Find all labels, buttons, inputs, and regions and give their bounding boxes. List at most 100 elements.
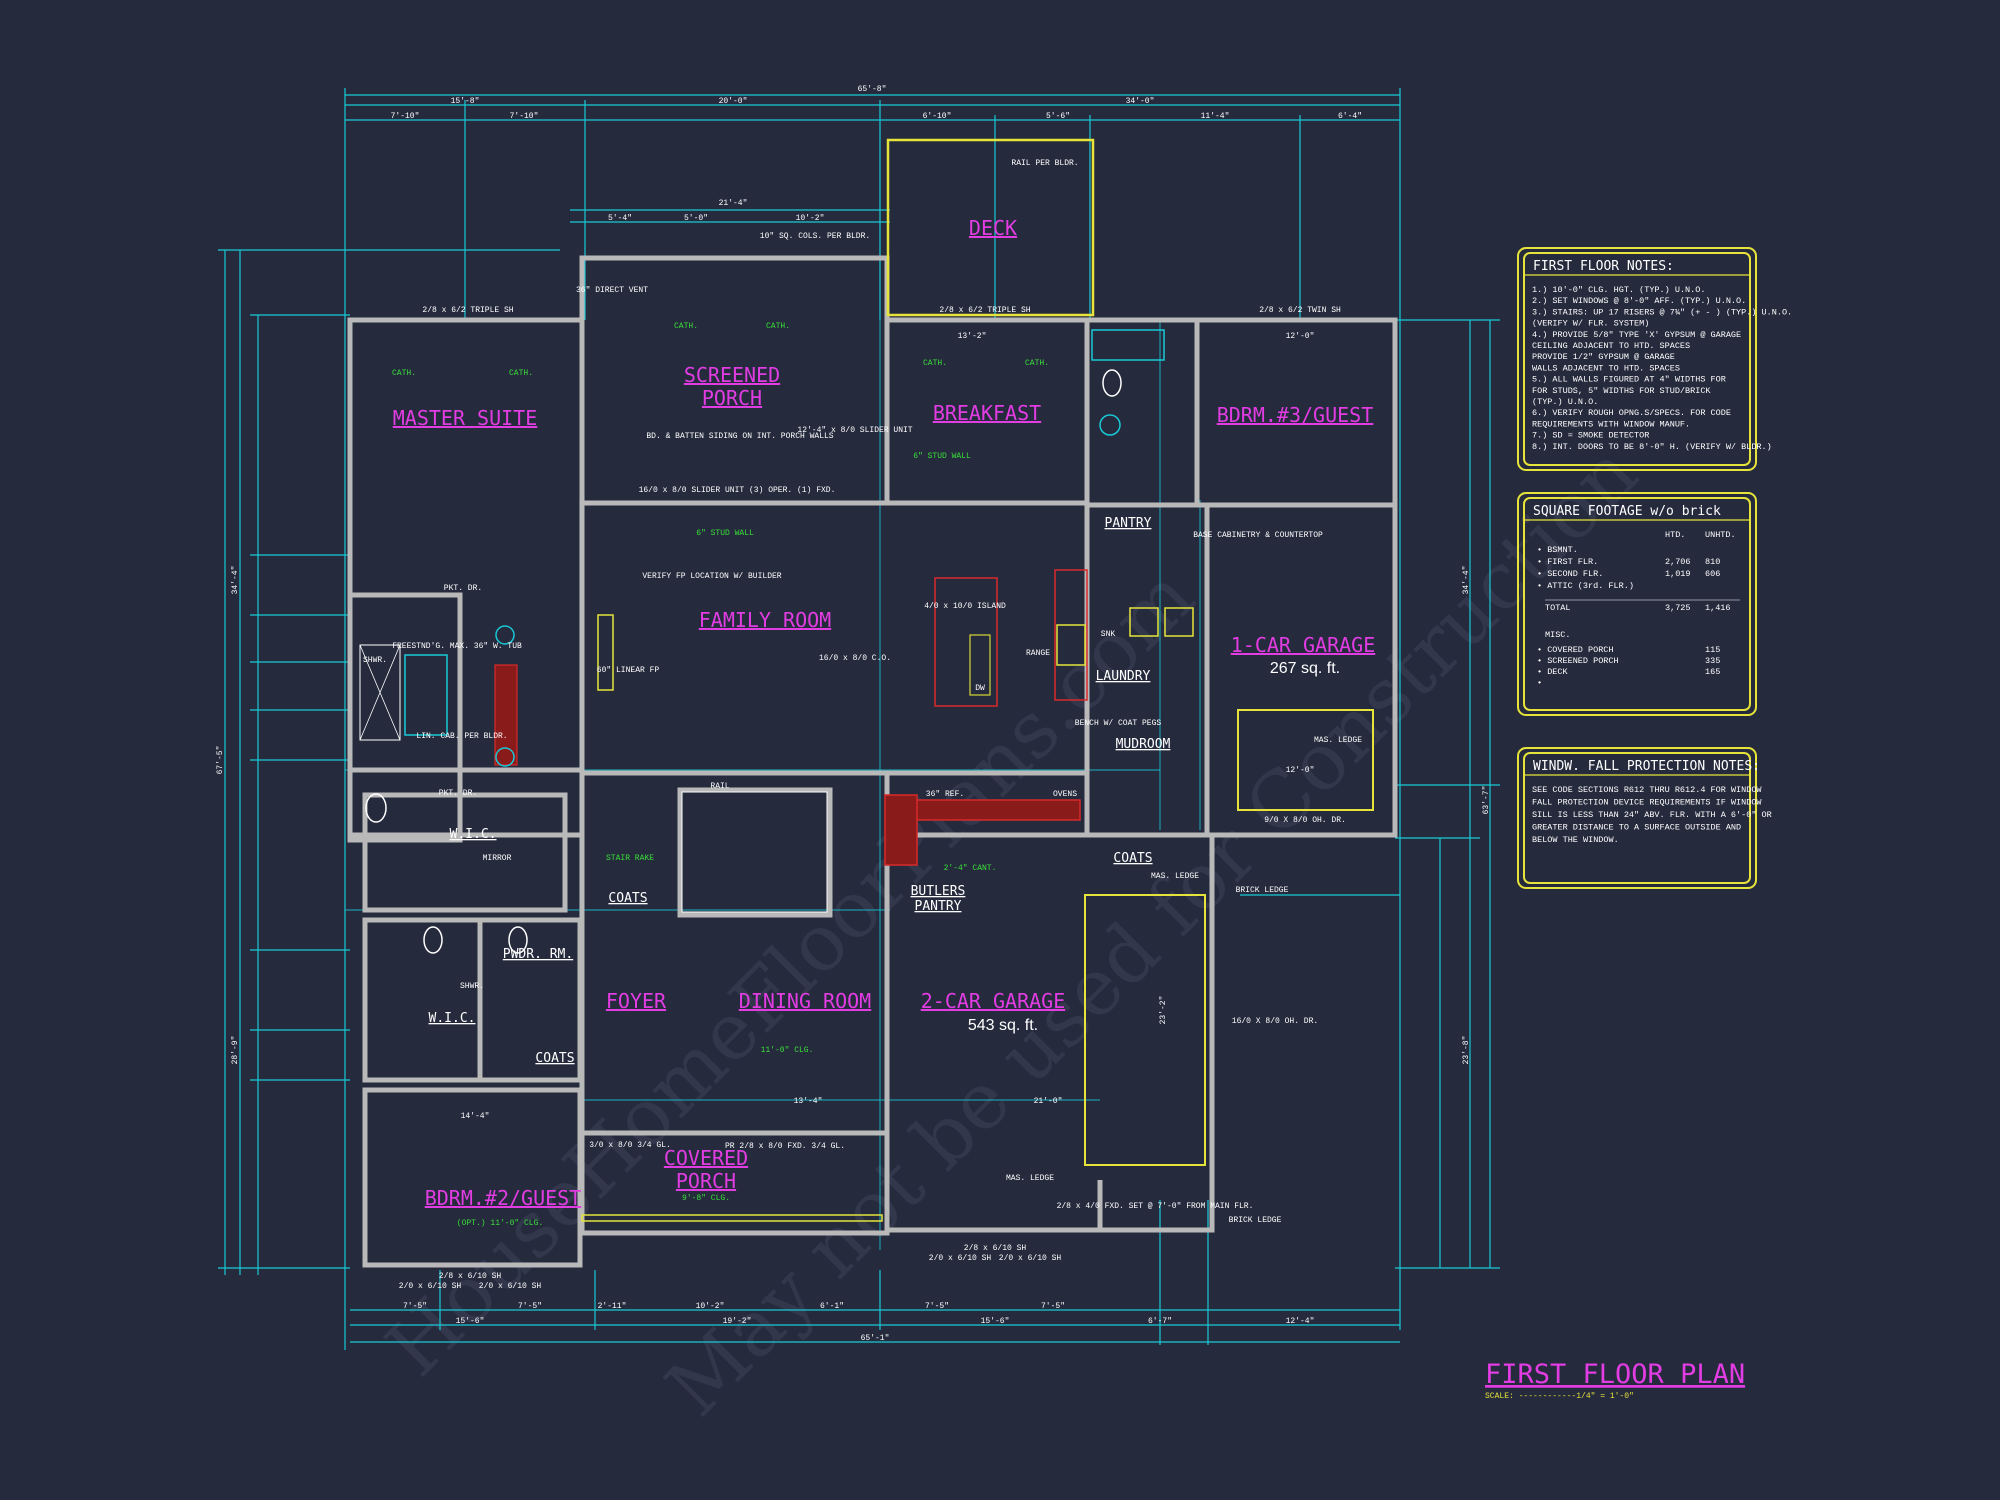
dim-dining-width: 13'-4" bbox=[794, 1097, 823, 1106]
label-window-sh-2: 2/8 x 6/10 SH bbox=[439, 1272, 502, 1281]
notes-panel-title: FIRST FLOOR NOTES: bbox=[1533, 259, 1674, 274]
garage1-area: 267 sq. ft. bbox=[1270, 660, 1340, 677]
label-slider-8: 12'-4" x 8/0 SLIDER UNIT bbox=[797, 426, 912, 435]
dim-bottom-a: 15'-6" bbox=[456, 1317, 485, 1326]
sqft-panel-title: SQUARE FOOTAGE w/o brick bbox=[1533, 504, 1721, 519]
room-1-car-garage: 1-CAR GARAGE bbox=[1231, 633, 1376, 657]
island-outline bbox=[934, 577, 998, 707]
range-cooktop bbox=[1056, 624, 1086, 666]
label-pkt-dr-2: PKT. DR. bbox=[439, 789, 477, 798]
notes-line: 4.) PROVIDE 5/8" TYPE 'X' GYPSUM @ GARAG… bbox=[1532, 330, 1741, 340]
dim-top-g: 5'-6" bbox=[1046, 112, 1070, 121]
label-cath-2: CATH. bbox=[509, 369, 533, 378]
dim-garage-depth: 23'-2" bbox=[1159, 996, 1168, 1025]
room-laundry: LAUNDRY bbox=[1096, 669, 1151, 684]
label-brick-ledge-2: BRICK LEDGE bbox=[1229, 1216, 1282, 1225]
sqft-misc-label: • bbox=[1537, 678, 1542, 688]
dim-bottom-j: 6'-1" bbox=[820, 1302, 844, 1311]
label-direct-vent: 36" DIRECT VENT bbox=[576, 286, 648, 295]
label-window-sh-4: 2/0 x 6/10 SH bbox=[929, 1254, 992, 1263]
dim-garage1-width: 12'-0" bbox=[1286, 766, 1315, 775]
label-pr-fxd: PR 2/8 x 8/0 FXD. 3/4 GL. bbox=[725, 1142, 845, 1151]
sqft-col-htd: HTD. bbox=[1665, 530, 1685, 540]
sqft-row-label: • BSMNT. bbox=[1537, 545, 1578, 555]
label-rail-stair: RAIL bbox=[710, 782, 729, 791]
notes-line: 7.) SD = SMOKE DETECTOR bbox=[1532, 431, 1649, 441]
label-bench: BENCH W/ COAT PEGS bbox=[1075, 719, 1162, 728]
dim-bottom-h: 2'-11" bbox=[598, 1302, 627, 1311]
sqft-misc-label: MISC. bbox=[1545, 630, 1571, 640]
dimension-text: 65'-8" 15'-8" 20'-0" 34'-0" 7'-10" 7'-10… bbox=[216, 85, 1491, 1343]
room-family-room: FAMILY ROOM bbox=[699, 608, 831, 632]
notes-line: 2.) SET WINDOWS @ 8'-0" AFF. (TYP.) U.N.… bbox=[1532, 296, 1746, 306]
dim-right-a: 34'-4" bbox=[1462, 566, 1471, 595]
label-sq-cols: 10" SQ. COLS. PER BLDR. bbox=[760, 232, 870, 241]
dim-bottom-b: 19'-2" bbox=[723, 1317, 752, 1326]
room-mudroom: MUDROOM bbox=[1116, 737, 1171, 752]
label-oh-door-1: 9/0 X 8/0 OH. DR. bbox=[1264, 816, 1346, 825]
dim-bottom-e: 12'-4" bbox=[1286, 1317, 1315, 1326]
sqft-col-unhtd: UNHTD. bbox=[1705, 530, 1736, 540]
sqft-total-unhtd: 1,416 bbox=[1705, 603, 1731, 613]
sqft-total-label: TOTAL bbox=[1545, 603, 1571, 613]
label-tub: FREESTND'G. MAX. 36" W. TUB bbox=[392, 642, 522, 651]
dim-bottom-k: 7'-5" bbox=[925, 1302, 949, 1311]
room-2-car-garage: 2-CAR GARAGE bbox=[921, 989, 1066, 1013]
dim-bottom-c: 15'-6" bbox=[981, 1317, 1010, 1326]
notes-line: 3.) STAIRS: UP 17 RISERS @ 7¾" (+ - ) (T… bbox=[1532, 307, 1792, 317]
room-master-suite: MASTER SUITE bbox=[393, 406, 538, 430]
notes-line: FOR STUDS, 5" WIDTHS FOR STUD/BRICK bbox=[1532, 386, 1711, 396]
room-butlers-pantry-line2: PANTRY bbox=[915, 899, 962, 914]
dim-bottom-l: 7'-5" bbox=[1041, 1302, 1065, 1311]
sqft-row-htd: 1,019 bbox=[1665, 569, 1691, 579]
label-shower-1: SHWR. bbox=[363, 656, 387, 665]
label-rail: RAIL PER BLDR. bbox=[1011, 159, 1078, 168]
dim-bottom-d: 6'-7" bbox=[1148, 1317, 1172, 1326]
label-bdrm2-clg: (OPT.) 11'-0" CLG. bbox=[457, 1219, 543, 1228]
plan-title: FIRST FLOOR PLAN bbox=[1485, 1359, 1745, 1390]
dim-right-b: 23'-8" bbox=[1462, 1036, 1471, 1065]
notes-line: 8.) INT. DOORS TO BE 8'-0" H. (VERIFY W/… bbox=[1532, 442, 1772, 452]
dim-porch-b: 5'-0" bbox=[684, 214, 708, 223]
room-bdrm2: BDRM.#2/GUEST bbox=[425, 1186, 582, 1210]
room-bdrm3: BDRM.#3/GUEST bbox=[1217, 403, 1374, 427]
sqft-total-htd: 3,725 bbox=[1665, 603, 1691, 613]
room-covered-porch-line2: PORCH bbox=[676, 1169, 736, 1193]
dim-porch-a: 5'-4" bbox=[608, 214, 632, 223]
label-porch-clg: 9'-8" CLG. bbox=[682, 1194, 730, 1203]
label-mas-ledge-1: MAS. LEDGE bbox=[1314, 736, 1362, 745]
notes-line: (VERIFY W/ FLR. SYSTEM) bbox=[1532, 319, 1649, 329]
label-pkt-dr-1: PKT. DR. bbox=[444, 584, 482, 593]
room-covered-porch: COVERED bbox=[664, 1146, 748, 1170]
label-ref: 36" REF. bbox=[926, 790, 964, 799]
label-stair-rake: STAIR RAKE bbox=[606, 854, 654, 863]
dim-porch-width: 21'-4" bbox=[719, 199, 748, 208]
notes-line: 1.) 10'-0" CLG. HGT. (TYP.) U.N.O. bbox=[1532, 285, 1705, 295]
room-wic-bdrm2: W.I.C. bbox=[429, 1011, 476, 1026]
window-panel-title: WINDW. FALL PROTECTION NOTES: bbox=[1533, 759, 1760, 774]
dim-left-b: 28'-9" bbox=[231, 1036, 240, 1065]
label-island: 4/0 x 10/0 ISLAND bbox=[924, 602, 1006, 611]
window-note-line: GREATER DISTANCE TO A SURFACE OUTSIDE AN… bbox=[1532, 823, 1741, 833]
notes-line: CEILING ADJACENT TO HTD. SPACES bbox=[1532, 341, 1690, 351]
notes-panel: FIRST FLOOR NOTES: 1.) 10'-0" CLG. HGT. … bbox=[1517, 247, 1792, 471]
window-note-line: BELOW THE WINDOW. bbox=[1532, 835, 1619, 845]
label-mas-ledge-3: MAS. LEDGE bbox=[1006, 1174, 1054, 1183]
room-labels: MASTER SUITE SCREENED PORCH DECK BREAKFA… bbox=[393, 216, 1376, 1210]
label-base-cab: BASE CABINETRY & COUNTERTOP bbox=[1193, 531, 1323, 540]
room-screened-porch: SCREENED bbox=[684, 363, 780, 387]
sqft-misc-label: • COVERED PORCH bbox=[1537, 645, 1614, 655]
stair bbox=[681, 791, 828, 913]
sqft-row-htd: 2,706 bbox=[1665, 557, 1691, 567]
label-cath-3: CATH. bbox=[674, 322, 698, 331]
window-note-line: FALL PROTECTION DEVICE REQUIREMENTS IF W… bbox=[1532, 798, 1762, 808]
dim-bdrm3-width: 12'-0" bbox=[1286, 332, 1315, 341]
room-pantry: PANTRY bbox=[1105, 516, 1152, 531]
dim-top-a: 15'-8" bbox=[451, 97, 480, 106]
notes-line: REQUIREMENTS WITH WINDOW MANUF. bbox=[1532, 419, 1690, 429]
dim-top-i: 6'-4" bbox=[1338, 112, 1362, 121]
label-door-3068: 3/0 x 8/0 3/4 GL. bbox=[589, 1141, 671, 1150]
window-note-line: SEE CODE SECTIONS R612 THRU R612.4 FOR W… bbox=[1532, 785, 1762, 795]
sqft-row-label: • SECOND FLR. bbox=[1537, 569, 1603, 579]
